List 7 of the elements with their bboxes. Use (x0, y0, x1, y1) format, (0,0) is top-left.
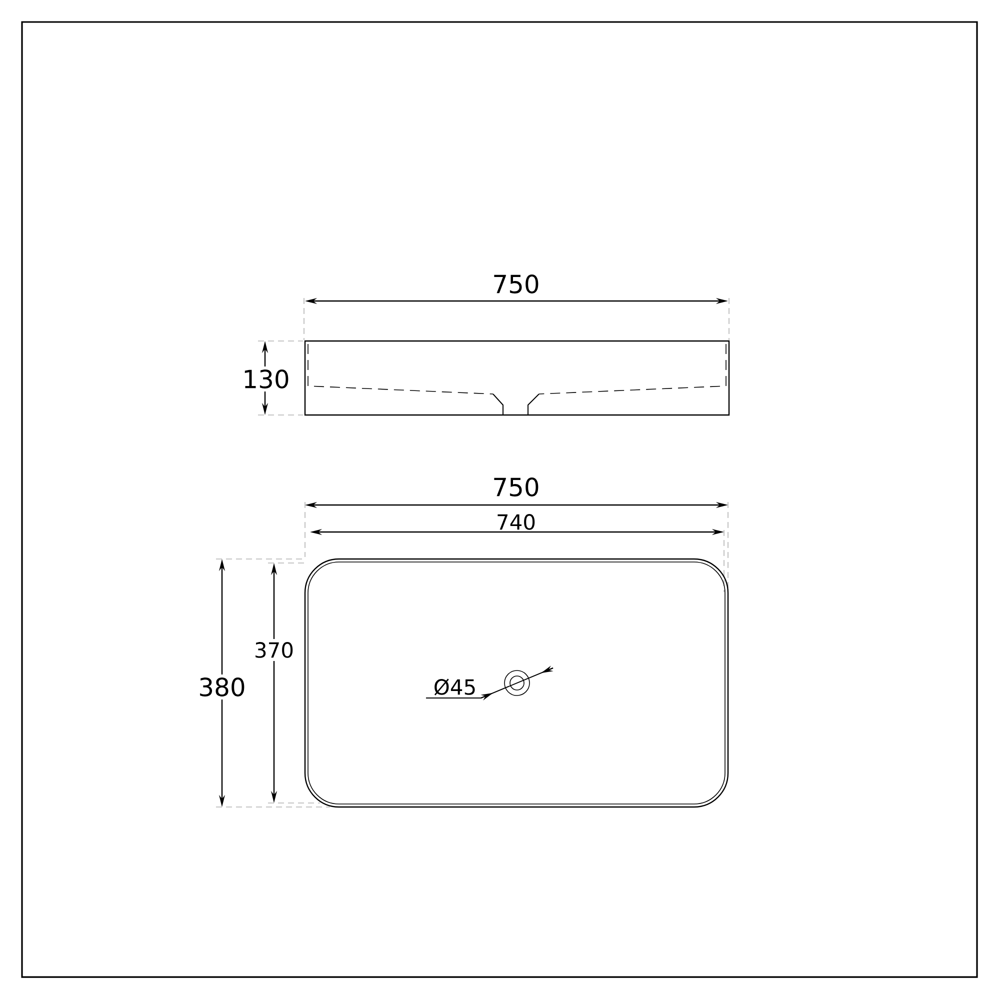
dimension-label: 370 (250, 639, 298, 661)
dimension-label: 750 (489, 272, 543, 296)
dimension-label: 740 (498, 514, 535, 530)
dimension-label: Ø45 (434, 678, 475, 696)
dimension-label: 130 (239, 366, 293, 392)
dimension-label: 750 (489, 474, 543, 500)
dimension-label: 380 (195, 674, 249, 700)
